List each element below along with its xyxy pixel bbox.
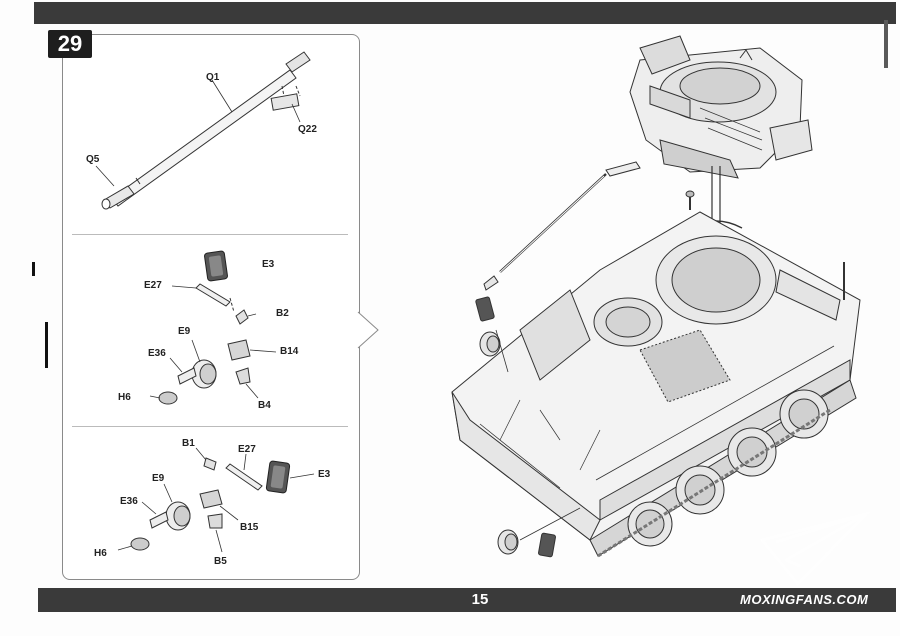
panel-divider-1 [72,234,348,235]
label-e27-bottom: E27 [238,444,256,455]
label-b1-bottom: B1 [182,438,195,449]
label-q22: Q22 [298,124,317,135]
bottom-footer-bar [38,588,896,612]
binding-mark [45,322,48,368]
binding-mark-top [32,262,35,276]
hull-assembly [451,190,861,541]
label-b14-middle: B14 [280,346,299,357]
sub-assembly-panel [62,34,360,580]
label-e36-bottom: E36 [120,496,138,507]
panel-pointer [357,311,379,349]
step-number-badge: 29 [48,30,92,58]
label-h6-middle: H6 [118,392,131,403]
mirror-sub-assembly-2 [117,447,315,553]
mirror-sub-assembly-1 [149,250,277,405]
label-b5-bottom: B5 [214,556,227,567]
label-e27-middle: E27 [144,280,162,291]
label-b2-middle: B2 [276,308,289,319]
label-q5: Q5 [86,154,100,165]
label-e3-bottom: E3 [318,469,331,480]
main-mirror-left [475,296,509,373]
main-mirror-right [497,507,581,558]
page-number: 15 [471,591,489,608]
barrel-sub-assembly [95,51,311,210]
watermark-logo [759,511,870,586]
watermark-text: MOXINGFANS.COM [740,592,869,607]
label-e36-middle: E36 [148,348,166,359]
running-gear [589,379,857,558]
label-h6-bottom: H6 [94,548,107,559]
label-b15-bottom: B15 [240,522,259,533]
label-q1: Q1 [206,72,220,83]
label-b4-middle: B4 [258,400,271,411]
top-header-bar [34,2,896,24]
turret-assembly [483,35,813,291]
label-e9-bottom: E9 [152,473,165,484]
page-edge-tab [884,20,888,68]
label-e9-middle: E9 [178,326,191,337]
label-e3-middle: E3 [262,259,275,270]
panel-divider-2 [72,426,348,427]
